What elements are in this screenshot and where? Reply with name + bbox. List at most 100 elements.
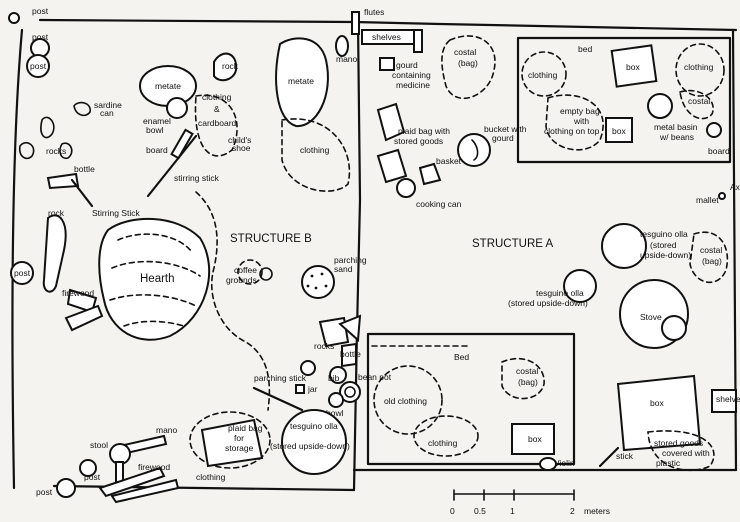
costal-far-right-outline xyxy=(689,231,729,284)
costal-right-label: costal xyxy=(688,96,710,106)
stored-goods-label-3: plastic xyxy=(656,458,681,468)
costal-top-label: costal xyxy=(454,47,476,57)
stored-goods-label-1: stored goods xyxy=(654,438,703,448)
mano-top-icon xyxy=(335,35,349,57)
tesguino-bottom-label-2: (stored upside-down) xyxy=(270,441,350,451)
costal-far-right-bag-label: (bag) xyxy=(702,256,722,266)
jar-label: jar xyxy=(307,384,318,394)
clothing-b-label: clothing xyxy=(300,145,330,155)
post-label-top: post xyxy=(32,6,49,16)
firewood-bottom-piece-1 xyxy=(98,466,166,498)
tesguino-right-label-1: tesguino olla xyxy=(640,229,688,239)
clothing-a1-label: clothing xyxy=(528,70,558,80)
coffee-grounds-outline xyxy=(237,259,263,285)
rock-icon-3 xyxy=(59,142,73,160)
scale-unit: meters xyxy=(584,506,610,516)
tesguino-mid-label-1: tesguino olla xyxy=(536,288,584,298)
mano-top-label: mano xyxy=(336,54,358,64)
structure-b-objects: flutes metate enamel bowl rock metate ma… xyxy=(18,7,392,504)
post-label-a: post xyxy=(32,32,49,42)
shelves-top-label: shelves xyxy=(372,32,401,42)
plaid-bag-label-5: storage xyxy=(225,443,254,453)
post-label-bottom: post xyxy=(36,487,53,497)
bean-pot-label: bean pot xyxy=(358,372,392,382)
post-circle-left xyxy=(10,261,34,285)
cooking-can-label: cooking can xyxy=(416,199,462,209)
violin-label: Violin xyxy=(554,458,575,468)
firewood-bottom-piece-2 xyxy=(110,478,180,504)
box-a2-icon xyxy=(605,117,633,143)
post-label-b: post xyxy=(30,61,47,71)
corner-post-icon xyxy=(8,12,20,24)
parching-label-1: parching xyxy=(334,255,367,265)
costal-bed-outline xyxy=(501,357,545,400)
bottle-left-label: bottle xyxy=(74,164,95,174)
plaid-bag-label-3: plaid bag xyxy=(228,423,263,433)
clothing-a2-outline xyxy=(675,43,725,97)
costal-bed-bag-label: (bag) xyxy=(518,377,538,387)
clothing-bed-outline xyxy=(413,415,479,457)
bed-bottom-frame xyxy=(366,332,576,466)
stool-label: stool xyxy=(90,440,108,450)
stored-goods-outline xyxy=(647,430,715,472)
mano-bottom-label: mano xyxy=(156,425,178,435)
post-label-left: post xyxy=(14,268,31,278)
plaid-bag-icon-2 xyxy=(376,148,408,184)
clothing-outline-b xyxy=(281,118,351,192)
plaid-bag-label-1: plaid bag with xyxy=(398,126,450,136)
rock-icon-1 xyxy=(40,116,55,139)
bed-bottom-label: Bed xyxy=(454,352,469,362)
clothing-outline-1 xyxy=(194,94,238,157)
box-top-label: box xyxy=(626,62,640,72)
clothing-bottom-outline xyxy=(189,411,271,469)
sand-dot xyxy=(310,274,314,278)
gourd-label: gourd xyxy=(396,60,418,70)
tesguino-mid-label-2: (stored upside-down) xyxy=(508,298,588,308)
empty-bag-outline xyxy=(545,94,604,151)
rock-top-label: rock xyxy=(222,61,239,71)
tesguino-right-olla-icon xyxy=(601,223,647,269)
cooking-can-icon xyxy=(396,178,416,198)
path-dashed-line xyxy=(195,191,271,411)
post-circle-bottom2 xyxy=(79,459,97,477)
rock-left-label: rock xyxy=(48,208,65,218)
can-label: can xyxy=(100,108,114,118)
metal-basin-label-1: metal basin xyxy=(654,122,698,132)
metate-mid-icon xyxy=(275,37,329,128)
cardboard-label: cardboard xyxy=(198,118,237,128)
empty-bag-label-3: clothing on top xyxy=(544,126,600,136)
clothing-a2-label: clothing xyxy=(684,62,714,72)
stick-line xyxy=(598,446,620,468)
structure-b-west-wall xyxy=(11,28,24,490)
scale-bar: 0 0.5 1 2 meters xyxy=(450,489,610,516)
stove-label: Stove xyxy=(640,312,662,322)
metate-left-label: metate xyxy=(155,81,181,91)
box-right-label: box xyxy=(650,398,664,408)
jar-icon xyxy=(295,384,305,394)
bed-top-label: bed xyxy=(578,44,592,54)
bowl-mid-icon xyxy=(328,392,344,408)
bowl-label: bowl xyxy=(146,125,164,135)
clothing-bottom-label: clothing xyxy=(196,472,226,482)
empty-bag-label-1: empty bag xyxy=(560,106,600,116)
bowl-mid-label: bowl xyxy=(326,408,344,418)
board-right-label: board xyxy=(708,146,730,156)
box-bed-icon xyxy=(511,423,555,455)
firewood-bottom-label: firewood xyxy=(138,462,170,472)
stirring-stick-left-line xyxy=(70,178,94,208)
metal-basin-icon xyxy=(647,93,673,119)
shelves-right-icon xyxy=(711,389,737,413)
firewood-left-label: firewood xyxy=(62,288,94,298)
costal-right-outline xyxy=(679,89,714,120)
old-clothing-outline xyxy=(373,365,443,435)
dividing-wall xyxy=(352,20,362,492)
shelves-right-label: shelves xyxy=(716,394,740,404)
metate-mid-label: metate xyxy=(288,76,314,86)
sardine-can-icon xyxy=(73,101,91,117)
bib-label: bib xyxy=(328,373,340,383)
childs-label: child's xyxy=(228,135,251,145)
sand-dot xyxy=(324,284,328,288)
clothing-a1-outline xyxy=(521,51,567,97)
rock-top-icon xyxy=(213,52,238,82)
